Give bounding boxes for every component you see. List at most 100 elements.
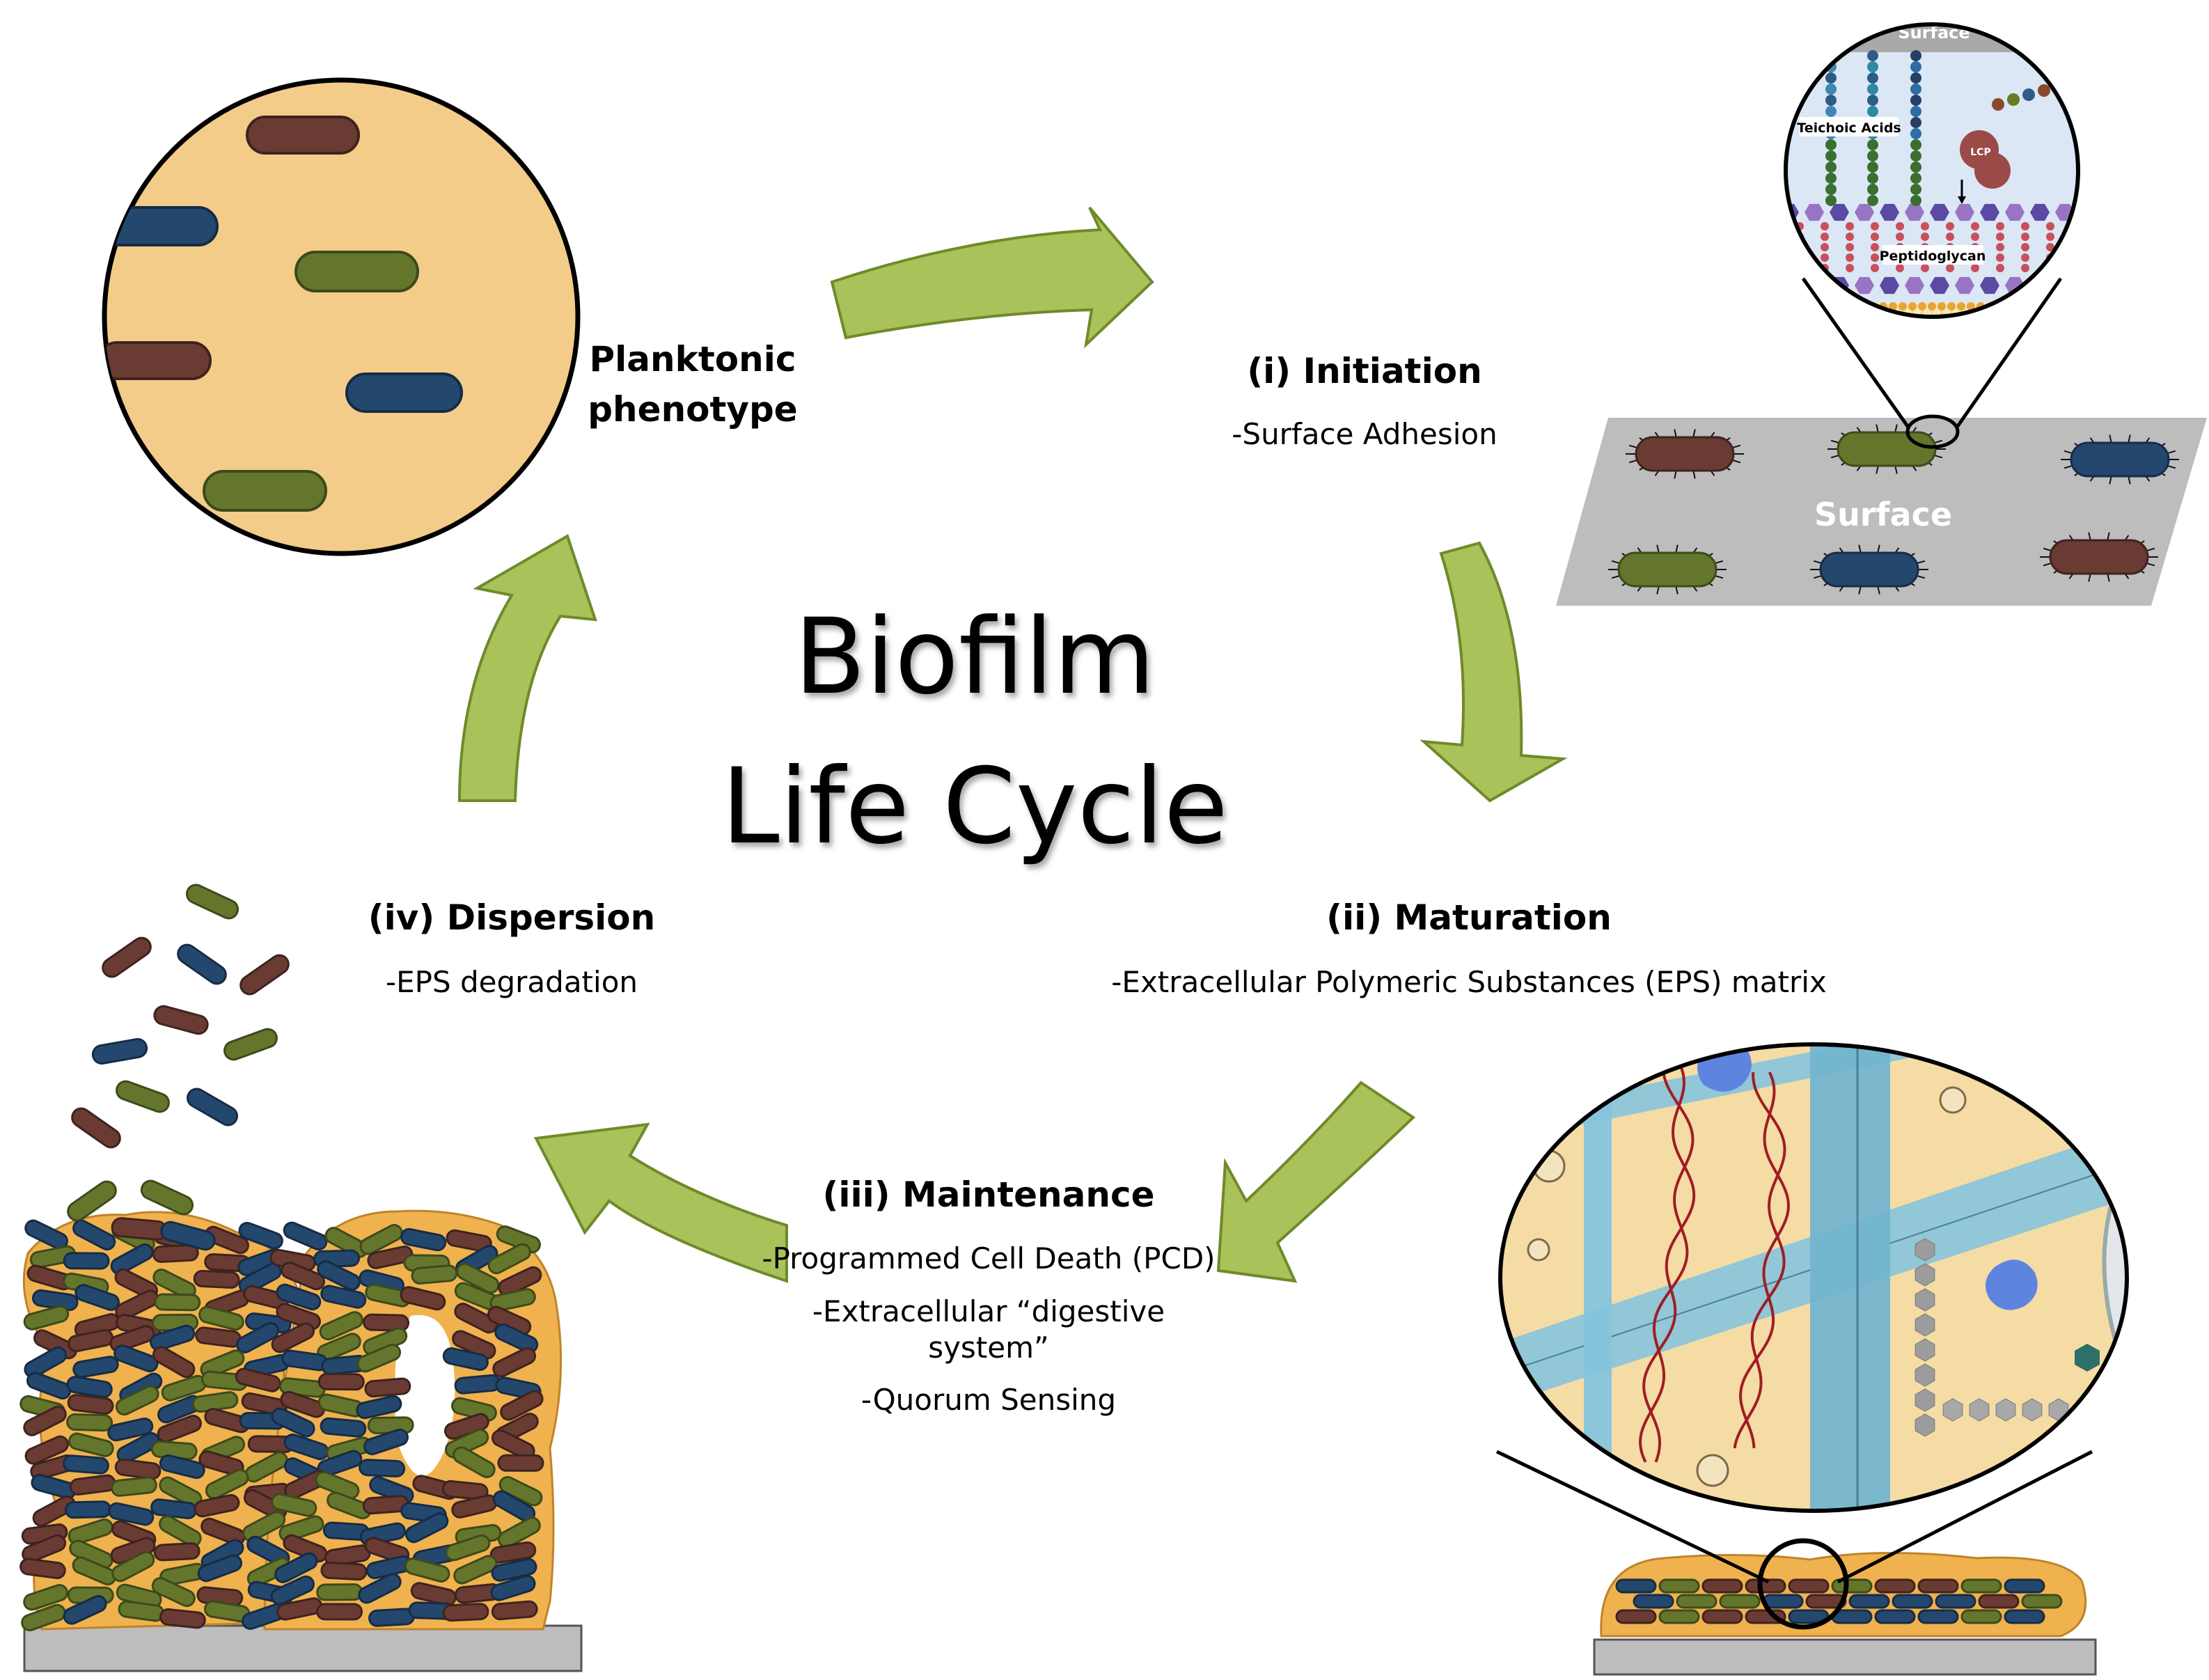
svg-text:phenotype: phenotype — [588, 389, 797, 430]
bacterium — [64, 1500, 111, 1519]
bacterium — [1719, 1594, 1761, 1609]
svg-text:-Extracellular Polymeric Subst: -Extracellular Polymeric Substances (EPS… — [1111, 965, 1826, 999]
bacterium — [492, 1347, 537, 1378]
bacterium — [317, 1372, 365, 1391]
bacterium — [243, 1285, 290, 1310]
top-inset-connector — [1801, 277, 2063, 449]
bacterium — [320, 1417, 367, 1438]
svg-text:(iii) Maintenance: (iii) Maintenance — [822, 1175, 1154, 1215]
svg-text:Biofilm: Biofilm — [794, 597, 1156, 718]
bacterium — [320, 1285, 367, 1309]
planktonic-label: Planktonic phenotype — [588, 339, 797, 430]
bacterium — [489, 1288, 536, 1312]
svg-text:-EPS degradation: -EPS degradation — [386, 965, 638, 999]
arrow-maturation-to-maintenance — [1216, 1081, 1416, 1283]
bacterium — [498, 1266, 542, 1296]
bacterium — [359, 1459, 406, 1477]
bacterium — [410, 1582, 457, 1606]
bacterium — [21, 1603, 66, 1632]
bacterium — [1788, 1578, 1830, 1594]
bacterium — [1635, 436, 1735, 472]
bacterium — [359, 1224, 403, 1255]
bacterium — [177, 943, 227, 985]
bacterium — [276, 1283, 322, 1311]
bacterium — [491, 1600, 538, 1621]
bacterium — [1848, 1594, 1890, 1609]
bacterium — [271, 1322, 315, 1353]
bacterium — [442, 1347, 489, 1371]
bacterium — [23, 1305, 70, 1330]
bacterium — [24, 1219, 68, 1250]
initiation-surface: Surface — [1556, 418, 2207, 606]
svg-text:LCP: LCP — [1970, 147, 1990, 158]
bacterium — [400, 1286, 446, 1311]
bacterium — [151, 1577, 196, 1608]
svg-text:Cell Membrane: Cell Membrane — [1878, 327, 1990, 343]
bacterium — [1917, 1609, 1959, 1624]
planktonic-cell — [203, 470, 327, 512]
bacterium — [404, 1512, 449, 1544]
bacterium — [1917, 1578, 1959, 1594]
bacterium — [1658, 1609, 1700, 1624]
bacterium — [71, 1107, 121, 1149]
bacterium — [356, 1343, 402, 1373]
planktonic-cell — [294, 251, 419, 292]
bacterium — [153, 1542, 201, 1562]
bacterium — [197, 1554, 243, 1583]
bacterium — [239, 954, 290, 996]
bacterium — [1837, 431, 1937, 467]
bacterium — [66, 1376, 113, 1399]
bacterium — [185, 884, 239, 920]
svg-text:-Surface Adhesion: -Surface Adhesion — [1232, 417, 1497, 451]
bacterium — [1874, 1578, 1916, 1594]
bacterium — [2021, 1594, 2063, 1609]
bacterium — [150, 1324, 196, 1351]
bacterium — [316, 1603, 363, 1621]
bacterium — [115, 1289, 159, 1320]
adhered-cells — [1608, 424, 2179, 595]
extracellular-dna — [1639, 1044, 1790, 1463]
bacterium — [274, 1552, 318, 1583]
bacterium — [404, 1557, 450, 1583]
svg-text:-Programmed Cell Death (PCD): -Programmed Cell Death (PCD) — [762, 1241, 1215, 1275]
bacterium — [63, 1252, 110, 1270]
main-title: Biofilm Life Cycle — [721, 597, 1228, 868]
svg-text:-Extracellular “digestive: -Extracellular “digestive — [812, 1294, 1165, 1328]
svg-text:Surface: Surface — [1814, 496, 1952, 533]
bacterium — [271, 1407, 315, 1438]
bacterium — [113, 1344, 159, 1373]
bacterium — [442, 1603, 489, 1622]
dispersing-cells — [67, 884, 290, 1251]
bacterium — [1615, 1609, 1657, 1624]
lcp-enzyme: LCP — [1958, 130, 2011, 204]
bacterium — [160, 1220, 216, 1251]
svg-text:(ii) Maturation: (ii) Maturation — [1326, 897, 1612, 938]
bacterium — [152, 1346, 196, 1379]
svg-text:Planktonic: Planktonic — [590, 339, 796, 379]
mature-biofilm-cells — [1615, 1578, 2063, 1624]
bacterium — [1831, 1578, 1873, 1594]
initiation-label: (i) Initiation -Surface Adhesion — [1232, 351, 1497, 451]
arrow-maintenance-to-dispersion — [533, 1122, 788, 1283]
maturation-label: (ii) Maturation -Extracellular Polymeric… — [1111, 897, 1826, 999]
bacterium — [367, 1416, 414, 1434]
bacterium — [1892, 1594, 1933, 1609]
bacterium — [67, 1180, 117, 1222]
svg-text:Life Cycle: Life Cycle — [721, 746, 1228, 868]
bacterium — [1762, 1594, 1804, 1609]
svg-text:Peptidoglycan: Peptidoglycan — [1880, 249, 1986, 264]
bacterium — [400, 1227, 447, 1252]
bacterium — [236, 1321, 280, 1353]
bacterium — [1676, 1594, 1717, 1609]
planktonic-circle — [102, 77, 581, 556]
bacterium — [2070, 441, 2170, 478]
bacterium — [116, 1431, 160, 1463]
bacterium — [281, 1262, 325, 1291]
cell-wall-inset: Surface LCP Teichoic Acids Peptidoglycan… — [1784, 22, 2080, 343]
eps-matrix-inset — [1498, 1042, 2129, 1513]
bacterium — [1805, 1594, 1847, 1609]
bacterium — [63, 1595, 107, 1625]
bacterium — [271, 1493, 317, 1517]
svg-text:(iv) Dispersion: (iv) Dispersion — [368, 897, 655, 938]
bacterium — [1874, 1609, 1916, 1624]
